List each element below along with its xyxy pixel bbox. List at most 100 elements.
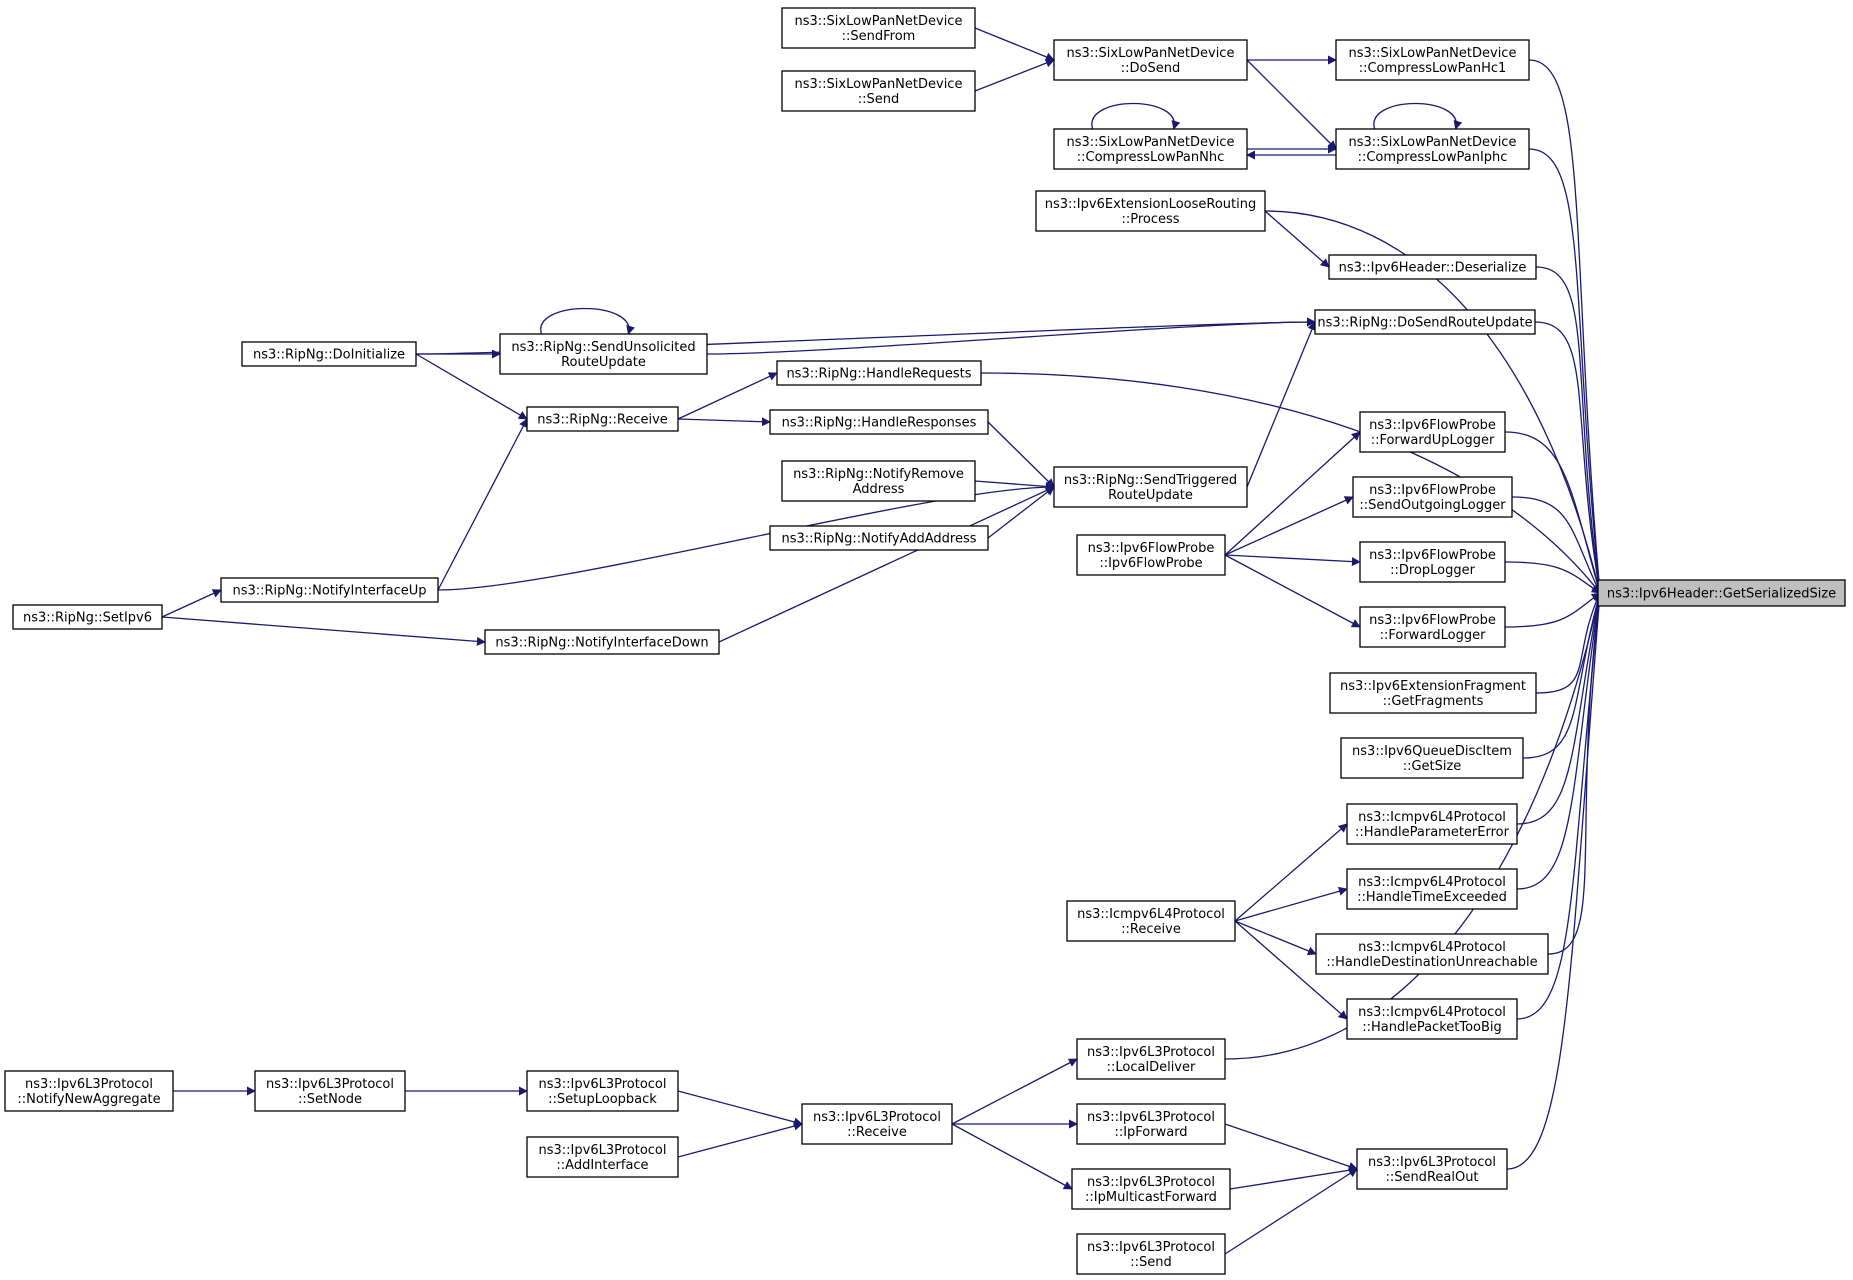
edge-ripng_send_unsolicited-to-ripng_do_send_route_update [706,317,1316,355]
edge-icmp_receive-to-icmp_handle_param_error [1234,823,1348,922]
node-box [769,409,989,435]
node-label: ns3::Icmpv6L4Protocol [1077,907,1225,922]
node-label: ns3::Ipv6L3Protocol [1087,1045,1215,1060]
edge-flowprobe_ctor-to-flowprobe_send_outgoing [1224,496,1354,556]
node-ripng-handle-responses[interactable]: ns3::RipNg::HandleResponses [769,409,989,435]
node-ripng-notify-up[interactable]: ns3::RipNg::NotifyInterfaceUp [220,577,439,603]
node-icmp-handle-time-exceeded[interactable]: ns3::Icmpv6L4Protocol::HandleTimeExceede… [1346,868,1518,910]
node-box [1315,933,1549,975]
node-box [1076,534,1226,576]
node-box [1076,1233,1226,1275]
node-queue-disc-get-size[interactable]: ns3::Ipv6QueueDiscItem::GetSize [1340,737,1524,779]
node-box [1597,579,1846,607]
node-label: ns3::RipNg::DoSendRouteUpdate [1317,316,1532,331]
edge-flowprobe_send_outgoing-to-target [1511,496,1601,594]
node-label: RouteUpdate [1108,488,1193,503]
node-sixlowpan-send[interactable]: ns3::SixLowPanNetDevice::Send [781,70,976,112]
node-label: ::Send [1130,1255,1172,1270]
edge-l3_send-to-l3_send_real_out [1224,1168,1358,1255]
node-l3-notify-new-aggregate[interactable]: ns3::Ipv6L3Protocol::NotifyNewAggregate [4,1070,174,1112]
node-l3-send-real-out[interactable]: ns3::Ipv6L3Protocol::SendRealOut [1356,1148,1508,1190]
node-label: ::CompressLowPanHc1 [1359,61,1507,76]
node-label: ns3::Ipv6L3Protocol [539,1143,667,1158]
edge-ipv6header_deserialize-to-target [1535,266,1604,594]
node-flowprobe-forward-up[interactable]: ns3::Ipv6FlowProbe::ForwardUpLogger [1359,411,1506,453]
node-ripng-receive[interactable]: ns3::RipNg::Receive [526,406,679,432]
node-box [526,406,679,432]
edge-l3_setup_loopback-to-l3_receive [677,1090,803,1127]
node-l3-send[interactable]: ns3::Ipv6L3Protocol::Send [1076,1233,1226,1275]
node-flowprobe-drop[interactable]: ns3::Ipv6FlowProbe::DropLogger [1359,541,1506,583]
node-ripng-notify-add[interactable]: ns3::RipNg::NotifyAddAddress [769,525,989,551]
node-l3-receive[interactable]: ns3::Ipv6L3Protocol::Receive [801,1103,953,1145]
node-target[interactable]: ns3::Ipv6Header::GetSerializedSize [1597,579,1846,607]
node-box [781,70,976,112]
node-flowprobe-forward[interactable]: ns3::Ipv6FlowProbe::ForwardLogger [1359,606,1506,648]
node-sixlowpan-compress-nhc[interactable]: ns3::SixLowPanNetDevice::CompressLowPanN… [1053,128,1248,170]
nodes-layer: ns3::Ipv6Header::GetSerializedSize ns3::S… [4,7,1846,1275]
node-sixlowpan-do-send[interactable]: ns3::SixLowPanNetDevice::DoSend [1053,39,1248,81]
node-icmp-handle-param-error[interactable]: ns3::Icmpv6L4Protocol::HandleParameterEr… [1346,803,1518,845]
node-icmp-handle-dest-unreach[interactable]: ns3::Icmpv6L4Protocol::HandleDestination… [1315,933,1549,975]
node-label: ::Receive [1121,922,1181,937]
node-label: Address [853,482,905,497]
node-label: ns3::Ipv6FlowProbe [1369,483,1496,498]
node-label: ::NotifyNewAggregate [17,1092,160,1107]
node-box [781,460,976,502]
node-ripng-notify-down[interactable]: ns3::RipNg::NotifyInterfaceDown [484,629,720,655]
node-flowprobe-send-outgoing[interactable]: ns3::Ipv6FlowProbe::SendOutgoingLogger [1352,476,1513,518]
node-loose-routing-process[interactable]: ns3::Ipv6ExtensionLooseRouting::Process [1035,190,1266,232]
node-label: ::SendOutgoingLogger [1359,498,1506,513]
node-label: ns3::RipNg::DoInitialize [253,348,405,363]
edge-loose_routing_process-to-ipv6header_deserialize [1264,210,1330,268]
node-ripng-handle-requests[interactable]: ns3::RipNg::HandleRequests [776,360,982,386]
edge-l3_add_interface-to-l3_receive [677,1121,803,1158]
node-l3-ip-forward[interactable]: ns3::Ipv6L3Protocol::IpForward [1076,1103,1226,1145]
node-label: ::CompressLowPanIphc [1358,150,1508,165]
node-label: ns3::SixLowPanNetDevice [795,14,963,29]
node-box [1359,411,1506,453]
node-ipv6header-deserialize[interactable]: ns3::Ipv6Header::Deserialize [1328,254,1537,280]
node-label: ::Ipv6FlowProbe [1099,556,1202,571]
node-ripng-set-ipv6[interactable]: ns3::RipNg::SetIpv6 [12,604,163,630]
edges-layer [161,27,1604,1255]
node-label: ns3::SixLowPanNetDevice [1067,46,1235,61]
node-ripng-do-send-route-update[interactable]: ns3::RipNg::DoSendRouteUpdate [1314,309,1536,335]
edge-ripng_handle_responses-to-ripng_send_triggered [987,421,1055,488]
edge-sixlowpan_compress_hc1-to-target [1528,59,1604,594]
node-label: ns3::RipNg::SendTriggered [1064,473,1237,488]
node-l3-set-node[interactable]: ns3::Ipv6L3Protocol::SetNode [254,1070,406,1112]
node-icmp-handle-too-big[interactable]: ns3::Icmpv6L4Protocol::HandlePacketTooBi… [1346,998,1518,1040]
node-box [1335,39,1530,81]
node-label: ::SetupLoopback [548,1092,657,1107]
node-ripng-do-initialize[interactable]: ns3::RipNg::DoInitialize [241,341,417,367]
node-l3-setup-loopback[interactable]: ns3::Ipv6L3Protocol::SetupLoopback [526,1070,679,1112]
node-label: ns3::Ipv6L3Protocol [1087,1240,1215,1255]
node-box [526,1070,679,1112]
node-sixlowpan-compress-hc1[interactable]: ns3::SixLowPanNetDevice::CompressLowPanH… [1335,39,1530,81]
edge-ripng_do_send_route_update-to-target [1534,321,1604,594]
node-label: ns3::Ipv6L3Protocol [1368,1155,1496,1170]
node-fragment-get-fragments[interactable]: ns3::Ipv6ExtensionFragment::GetFragments [1329,672,1537,714]
node-box [781,7,976,49]
node-l3-local-deliver[interactable]: ns3::Ipv6L3Protocol::LocalDeliver [1076,1038,1226,1080]
node-label: ::HandleTimeExceeded [1357,890,1507,905]
node-label: ns3::Ipv6FlowProbe [1369,548,1496,563]
edge-loose_routing_process-to-target [1264,210,1603,594]
node-sixlowpan-compress-iphc[interactable]: ns3::SixLowPanNetDevice::CompressLowPanI… [1335,128,1530,170]
node-box [1076,1038,1226,1080]
node-box [801,1103,953,1145]
node-box [1346,998,1518,1040]
node-label: ::DropLogger [1390,563,1476,578]
node-l3-add-interface[interactable]: ns3::Ipv6L3Protocol::AddInterface [526,1136,679,1178]
node-flowprobe-ctor[interactable]: ns3::Ipv6FlowProbe::Ipv6FlowProbe [1076,534,1226,576]
node-label: ns3::RipNg::NotifyInterfaceUp [232,584,426,599]
node-l3-ip-multicast-forward[interactable]: ns3::Ipv6L3Protocol::IpMulticastForward [1071,1168,1231,1210]
node-label: ns3::Ipv6FlowProbe [1088,541,1215,556]
node-icmp-receive[interactable]: ns3::Icmpv6L4Protocol::Receive [1066,900,1236,942]
node-sixlowpan-send-from[interactable]: ns3::SixLowPanNetDevice::SendFrom [781,7,976,49]
node-label: RouteUpdate [561,355,646,370]
